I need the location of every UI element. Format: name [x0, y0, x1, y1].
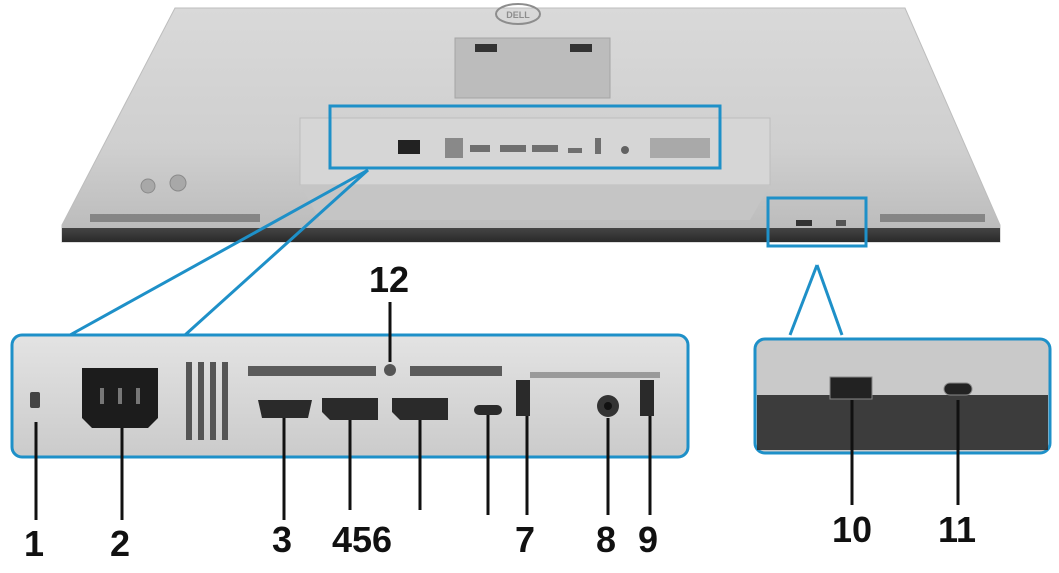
usb-a-side-port-icon — [829, 376, 873, 400]
dell-logo-icon: DELL — [495, 3, 541, 25]
callout-456: 456 — [332, 519, 393, 560]
callout-11: 11 — [938, 509, 977, 550]
side-usb-area — [766, 196, 868, 248]
usb-a-port-icon-upper — [516, 380, 530, 416]
callout-7: 7 — [515, 519, 536, 560]
usb-c-port-icon — [474, 405, 502, 415]
svg-text:DELL: DELL — [506, 10, 530, 20]
callout-9: 9 — [638, 519, 659, 560]
callout-3: 3 — [272, 519, 293, 560]
side-ports-detail-panel — [753, 337, 1052, 455]
zoom-lines — [69, 168, 844, 337]
displayport-in-icon — [322, 398, 378, 420]
io-bay — [299, 104, 771, 220]
ports-detail-panel — [10, 333, 690, 459]
stand-mount — [454, 37, 611, 99]
hdmi-port-icon — [258, 400, 312, 418]
callout-10: 10 — [832, 509, 873, 550]
side-ports-highlight-box — [766, 196, 868, 248]
callout-12: 12 — [369, 259, 410, 300]
ports-highlight-box — [328, 104, 722, 170]
security-lock-slot-icon — [30, 392, 40, 408]
audio-line-out-icon — [384, 364, 396, 376]
joystick-buttons — [140, 174, 187, 194]
usb-a-port-icon-lower — [640, 380, 654, 416]
callout-8: 8 — [596, 519, 617, 560]
vent-grille — [186, 362, 228, 440]
leader-lines — [34, 302, 960, 520]
callout-2: 2 — [110, 523, 131, 564]
displayport-out-icon — [392, 398, 448, 420]
power-connector-icon — [82, 368, 158, 428]
usb-c-side-port-icon — [943, 382, 973, 396]
callout-1: 1 — [24, 523, 45, 564]
